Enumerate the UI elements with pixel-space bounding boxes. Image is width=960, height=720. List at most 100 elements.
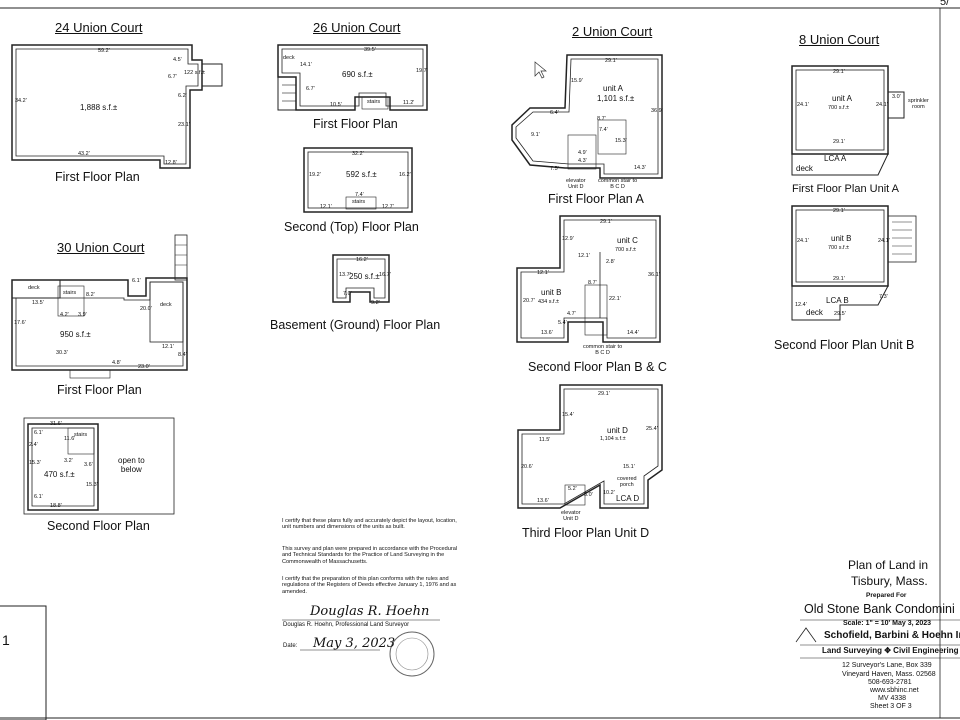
b8-dim: 24.1' — [878, 238, 890, 244]
b8-dim: 7.3' — [879, 294, 888, 300]
b2-dim: 29.1' — [598, 391, 610, 397]
b26-dim: 12.7' — [382, 204, 394, 210]
b2-dim: 29.1' — [600, 219, 612, 225]
b30-dim: 6.1' — [34, 494, 43, 500]
b2-dim: 7.5' — [550, 166, 559, 172]
b2-dim: 8.7' — [597, 116, 606, 122]
b26-dim: 7.0' — [343, 291, 352, 297]
b30-deck-left-label: deck — [28, 285, 40, 291]
b2-dim: 12.1' — [537, 270, 549, 276]
b2-third-floor-caption: Third Floor Plan Unit D — [522, 526, 650, 540]
firm-address-1: 12 Surveyor's Lane, Box 339 — [842, 662, 932, 669]
b30-second-area: 470 s.f.± — [44, 470, 75, 479]
b30-dim: 11.6' — [64, 436, 76, 442]
b2-dim: 15.4' — [562, 412, 574, 418]
b30-dim: 3.6' — [84, 462, 93, 468]
client-name: Old Stone Bank Condomini — [804, 602, 955, 616]
b8-sprinkler-room-label: sprinkler room — [908, 98, 929, 110]
b30-dim: 8.4' — [178, 352, 187, 358]
firm-name: Schofield, Barbini & Hoehn In — [824, 630, 960, 641]
b26-second-area: 592 s.f.± — [346, 170, 377, 179]
b24-dim: 59.2' — [98, 48, 110, 54]
b30-stairs-label-2: stairs — [74, 432, 88, 438]
b2-dim: 4.7' — [567, 311, 576, 317]
building-30-title: 30 Union Court — [57, 240, 145, 255]
b30-dim: 18.8' — [50, 503, 62, 509]
b26-second-floor-caption: Second (Top) Floor Plan — [284, 220, 419, 234]
b30-dim: 8.2' — [86, 292, 95, 298]
b2-dim: 4.9' — [578, 150, 587, 156]
b2-dim: 7.4' — [599, 127, 608, 133]
b2-unit-b: unit B — [541, 288, 562, 297]
b8-dim: 24.1' — [876, 102, 888, 108]
b26-dim: 12.1' — [320, 204, 332, 210]
b2-dim: 36.1' — [648, 272, 660, 278]
b24-dim: 12.8' — [165, 160, 177, 166]
b8-unit-b-area: 700 s.f.± — [828, 245, 850, 251]
b26-stairs-label: stairs — [352, 199, 366, 205]
b8-unit-b: unit B — [831, 234, 852, 243]
b24-dim: 6.2' — [178, 93, 187, 99]
b2-unit-b-area: 434 s.f.± — [538, 299, 560, 305]
certification-paragraph-2: This survey and plan were prepared in ac… — [282, 546, 458, 565]
cursor-icon — [534, 61, 547, 79]
b26-dim: 32.2' — [352, 151, 364, 157]
b8-unit-a-area: 700 s.f.± — [828, 105, 850, 111]
b30-dim: 20.0' — [140, 306, 152, 312]
b30-dim: 4.8' — [112, 360, 121, 366]
plan-title-line-1: Plan of Land in — [848, 558, 929, 572]
b2-dim: 12.9' — [562, 236, 574, 242]
b8-unit-a-caption: First Floor Plan Unit A — [792, 183, 899, 195]
b2-covered-porch-label: covered porch — [617, 476, 637, 488]
prepared-for-label: Prepared For — [866, 592, 907, 599]
b26-dim: 14.1' — [300, 62, 312, 68]
b26-first-area: 690 s.f.± — [342, 70, 373, 79]
firm-phone: 508-693-2781 — [868, 679, 912, 686]
b30-dim: 13.5' — [32, 300, 44, 306]
b8-dim: 24.1' — [797, 102, 809, 108]
b8-deck-b-label: deck — [806, 308, 823, 317]
b24-dim: 34.2' — [15, 98, 27, 104]
b26-dim: 19.7' — [416, 68, 428, 74]
building-8-title: 8 Union Court — [799, 32, 880, 47]
b30-second-floor-caption: Second Floor Plan — [47, 519, 150, 533]
b26-dim: 11.2' — [403, 100, 415, 106]
b2-elevator-label: elevator Unit D — [566, 178, 586, 190]
b30-dim: 23.0' — [138, 364, 150, 370]
b30-dim: 17.6' — [14, 320, 26, 326]
b26-dim: 19.2' — [309, 172, 321, 178]
building-2-title: 2 Union Court — [572, 24, 653, 39]
b30-stairs-label: stairs — [63, 290, 77, 296]
firm-address-2: Vineyard Haven, Mass. 02568 — [842, 671, 936, 678]
b30-dim: 31.6' — [50, 421, 62, 427]
left-box-mark: 1 — [2, 632, 10, 648]
b30-first-area: 950 s.f.± — [60, 330, 91, 339]
b26-first-floor-caption: First Floor Plan — [313, 117, 398, 131]
b24-area: 1,888 s.f.± — [80, 103, 118, 112]
b2-dim: 10.2' — [603, 490, 615, 496]
certification-paragraph-3: I certify that the preparation of this p… — [282, 576, 457, 595]
b30-first-floor-caption: First Floor Plan — [57, 383, 142, 397]
b8-dim: 29.5' — [834, 311, 846, 317]
b2-dim: 36.9' — [651, 108, 663, 114]
b2-dim: 8.7' — [588, 280, 597, 286]
b2-dim: 29.1' — [605, 58, 617, 64]
b2-dim: 5.4' — [558, 320, 567, 326]
b30-open-to-below: open to below — [118, 456, 145, 474]
b8-lca-b-label: LCA B — [826, 296, 849, 305]
b30-dim: 6.1' — [34, 430, 43, 436]
b2-unit-d: unit D — [607, 426, 628, 435]
b2-dim: 15.9' — [571, 78, 583, 84]
b8-dim: 3.0' — [892, 94, 901, 100]
b2-unit-c: unit C — [617, 236, 638, 245]
b2-common-stair-label-2: common stair to B C D — [583, 344, 623, 356]
b26-dim: 7.4' — [355, 192, 364, 198]
b8-unit-a: unit A — [832, 94, 853, 103]
sheet-corner-mark: 5/ — [940, 0, 950, 8]
b2-dim: 6.4' — [550, 110, 559, 116]
b8-dim: 12.4' — [795, 302, 807, 308]
b2-second-floor-caption: Second Floor Plan B & C — [528, 360, 667, 374]
b30-dim: 3.9' — [78, 312, 87, 318]
plan-title-line-2: Tisbury, Mass. — [851, 574, 928, 588]
